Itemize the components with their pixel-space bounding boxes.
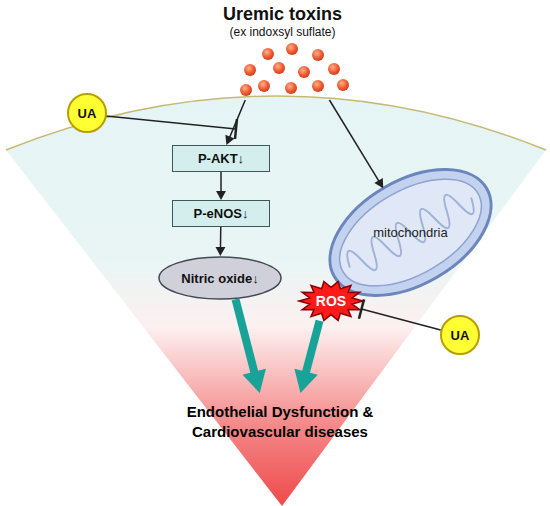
arrow-head	[216, 247, 226, 256]
connector-arrow	[329, 100, 383, 188]
toxin-dot	[258, 80, 270, 92]
fan-sector	[6, 96, 546, 506]
inhibition-bar	[235, 119, 237, 139]
diagram-node: UA	[440, 315, 480, 355]
diagram-node: Nitric oxide↓	[158, 256, 282, 300]
node-text: P-AKT↓	[198, 151, 244, 166]
arrow-head	[225, 135, 234, 145]
arrow-head	[374, 178, 383, 188]
toxin-dot	[298, 66, 310, 78]
outer-membrane	[308, 143, 512, 321]
node-text: mitochondria	[373, 225, 447, 240]
mitochondrion-art	[308, 143, 512, 321]
connector-arrow	[216, 227, 226, 256]
node-text: (ex indoxsyl suflate)	[229, 25, 335, 40]
connector-arrow	[216, 172, 226, 200]
inner-membrane	[322, 157, 499, 308]
connector-line	[229, 100, 245, 138]
toxin-dots	[240, 43, 349, 96]
toxin-dot	[240, 84, 252, 96]
cristae	[342, 185, 478, 281]
toxin-dot	[273, 62, 285, 74]
connector-line	[220, 172, 222, 193]
inhibition-bar	[359, 299, 364, 318]
node-text: Nitric oxide↓	[181, 271, 258, 286]
process-box-outline	[173, 146, 270, 172]
inhibition-line	[106, 116, 237, 139]
toxin-dot	[286, 43, 298, 55]
arrow-head	[243, 369, 266, 393]
diagram-node: mitochondria	[318, 160, 503, 305]
diagram-node: P-eNOS↓	[172, 200, 270, 227]
toxin-dot	[285, 82, 297, 94]
diagram-node: UA	[67, 93, 107, 133]
connector-line	[220, 227, 222, 249]
toxin-dot	[312, 49, 324, 61]
connector-arrow	[294, 321, 319, 393]
diagram-node: ROS	[298, 280, 364, 322]
connector-arrow	[359, 299, 441, 330]
connector-line	[305, 321, 320, 376]
connector-arrow	[236, 299, 266, 393]
burst-outline	[299, 282, 363, 321]
process-box-outline	[173, 201, 270, 227]
toxin-dot	[328, 63, 340, 75]
ellipse-outline	[159, 257, 281, 299]
connector-line	[329, 100, 379, 182]
node-text: UA	[78, 106, 97, 121]
node-text: P-eNOS↓	[194, 206, 249, 221]
node-text: Endothelial Dysfunction & Cardiovascular…	[170, 402, 390, 442]
toxin-dot	[262, 48, 274, 60]
diagram-node: Uremic toxins(ex indoxsyl suflate)	[195, 0, 370, 100]
diagram-node: P-AKT↓	[172, 145, 270, 172]
node-text: UA	[451, 328, 470, 343]
diagram-node: Endothelial Dysfunction & Cardiovascular…	[170, 393, 390, 451]
arrow-head	[216, 191, 226, 200]
circle-outline	[441, 316, 479, 354]
node-text: ROS	[316, 293, 346, 309]
connector-arrow	[225, 100, 245, 145]
toxin-dot	[337, 79, 349, 91]
node-text: Uremic toxins	[223, 3, 342, 25]
connector-line	[361, 309, 440, 330]
inhibition-stem	[106, 116, 236, 129]
arrow-head	[294, 369, 317, 393]
toxin-dot	[244, 64, 256, 76]
connector-line	[236, 299, 256, 376]
circle-outline	[68, 94, 106, 132]
toxin-dot	[312, 80, 324, 92]
